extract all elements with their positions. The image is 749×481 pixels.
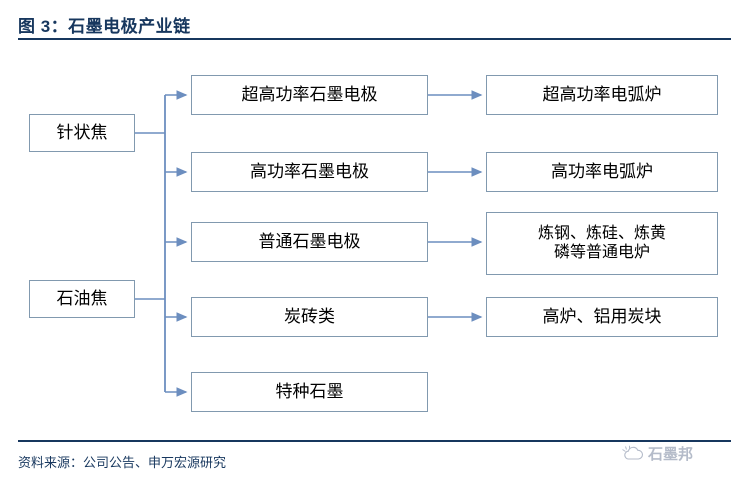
node-hp-arc-furnace: 高功率电弧炉 (486, 152, 718, 192)
node-uhp-arc-furnace: 超高功率电弧炉 (486, 75, 718, 115)
node-carbon-brick: 炭砖类 (191, 297, 428, 337)
node-regular-graphite-electrode: 普通石墨电极 (191, 222, 428, 262)
node-common-electric-furnace-line2: 磷等普通电炉 (553, 243, 650, 261)
industry-chain-diagram: 针状焦 石油焦 超高功率石墨电极 高功率石墨电极 普通石墨电极 炭砖类 特种石墨… (0, 48, 749, 433)
node-uhp-graphite-electrode: 超高功率石墨电极 (191, 75, 428, 115)
source-note: 资料来源：公司公告、申万宏源研究 (18, 455, 227, 470)
node-blast-furnace-aluminium-carbon-block: 高炉、铝用炭块 (486, 297, 718, 337)
watermark-text: 石墨邦 (648, 446, 694, 463)
node-special-graphite: 特种石墨 (191, 372, 428, 412)
watermark: 石墨邦 (622, 443, 693, 464)
node-common-electric-furnace: 炼钢、炼硅、炼黄 磷等普通电炉 (486, 212, 718, 275)
page-title: 图 3：石墨电极产业链 (18, 17, 191, 36)
node-common-electric-furnace-line1: 炼钢、炼硅、炼黄 (537, 224, 666, 242)
footer-divider (18, 440, 731, 442)
cloud-logo-icon (622, 445, 643, 460)
node-hp-graphite-electrode: 高功率石墨电极 (191, 152, 428, 192)
header-divider (18, 38, 731, 40)
node-needle-coke: 针状焦 (29, 114, 135, 152)
node-petroleum-coke: 石油焦 (29, 280, 135, 318)
